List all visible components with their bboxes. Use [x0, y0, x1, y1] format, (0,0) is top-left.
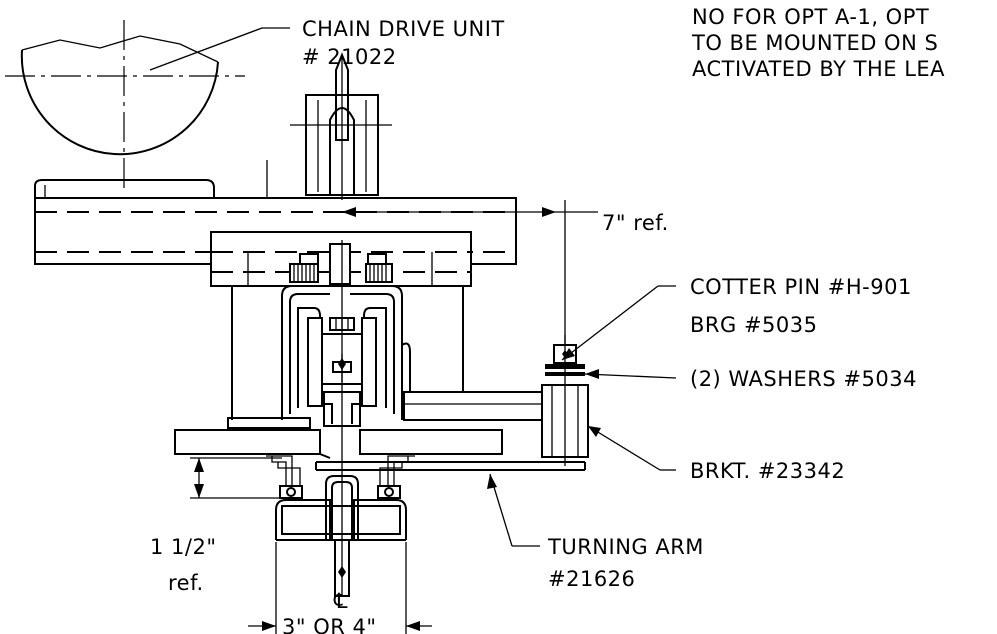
side-arm — [401, 335, 589, 466]
bolt-left — [289, 253, 319, 283]
lower-left-flange — [174, 429, 331, 459]
dim-width: ℄ 3" OR 4" — [248, 542, 432, 634]
sprocket-base — [34, 179, 215, 198]
note-line-1: NO FOR OPT A-1, OPT — [692, 5, 929, 29]
note-line-3: ACTIVATED BY THE LEA — [692, 57, 945, 81]
dim-one-half-label: 1 1/2" — [150, 535, 217, 559]
top-sprocket-assembly — [290, 52, 392, 200]
mount-foot-left — [227, 417, 311, 429]
lower-right-flange — [315, 429, 586, 471]
chain-drive-label: CHAIN DRIVE UNIT — [302, 17, 505, 41]
brkt-label: BRKT. #23342 — [690, 459, 845, 483]
dim-one-half: 1 1/2" ref. — [150, 457, 282, 595]
dim-7-ref-label: 7" ref. — [602, 211, 669, 235]
turning-arm-label: TURNING ARM — [547, 535, 704, 559]
dim-width-label: 3" OR 4" — [282, 615, 377, 634]
center-clamp — [281, 240, 403, 596]
leader-cotter-pin: COTTER PIN #H-901 BRG #5035 — [561, 275, 912, 361]
leader-turning-arm: TURNING ARM #21626 — [487, 473, 704, 591]
note-block: NO FOR OPT A-1, OPT TO BE MOUNTED ON S A… — [691, 5, 945, 81]
note-line-2: TO BE MOUNTED ON S — [691, 31, 938, 55]
leader-brkt: BRKT. #23342 — [587, 425, 845, 483]
brg-label: BRG #5035 — [690, 313, 818, 337]
leader-chain-drive: CHAIN DRIVE UNIT # 21022 — [149, 17, 505, 71]
chain-drive-sprocket — [5, 20, 245, 190]
chain-drive-number: # 21022 — [302, 45, 397, 69]
turning-arm-number: #21626 — [548, 567, 635, 591]
dim-7-ref: 7" ref. — [342, 200, 669, 345]
centerline-symbol: ℄ — [333, 589, 348, 613]
dim-one-half-ref: ref. — [168, 571, 204, 595]
bolt-right — [365, 253, 393, 283]
bottom-pads — [266, 455, 415, 597]
cotter-pin-label: COTTER PIN #H-901 — [690, 275, 912, 299]
washers-label: (2) WASHERS #5034 — [690, 367, 917, 391]
leader-washers: (2) WASHERS #5034 — [584, 367, 917, 391]
